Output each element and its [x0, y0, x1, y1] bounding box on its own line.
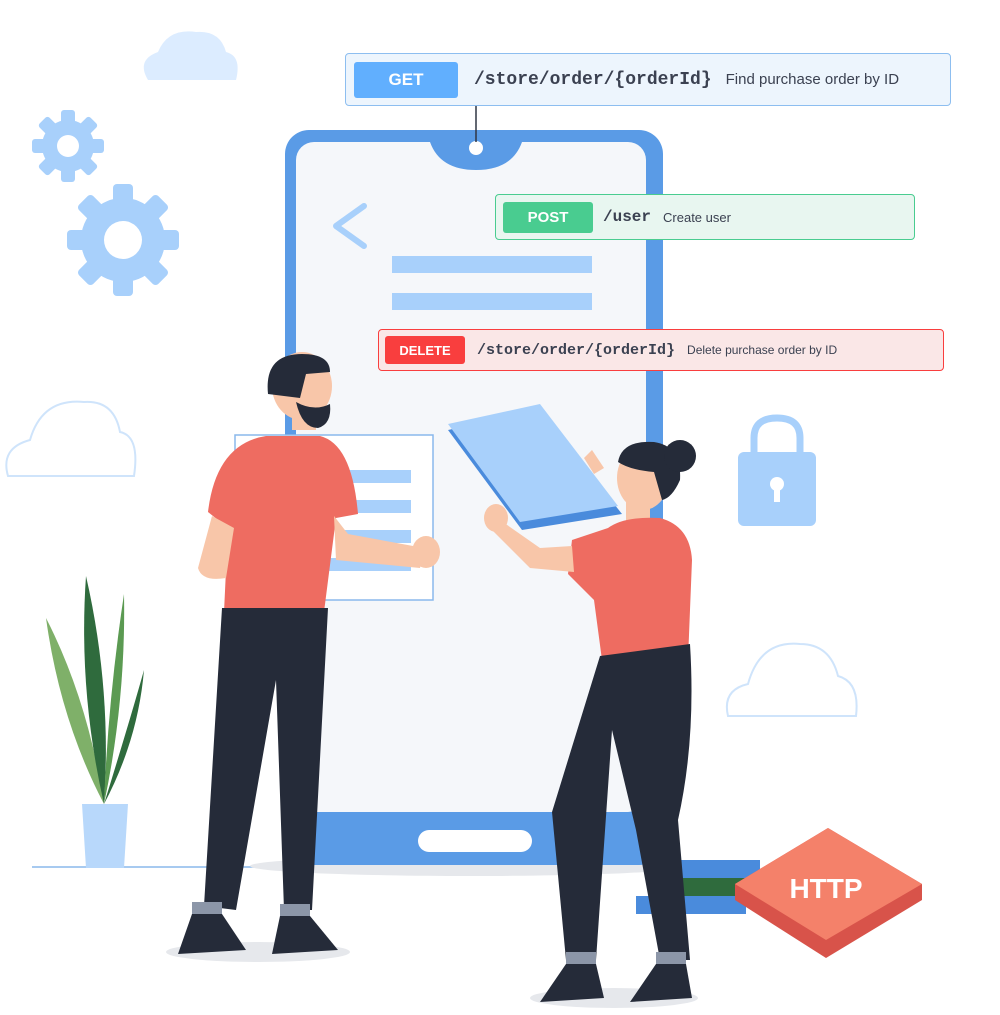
- lock-icon: [738, 414, 816, 526]
- post-endpoint-path: /user: [603, 208, 652, 226]
- cloud-icon: [726, 642, 858, 717]
- http-badge: HTTP: [735, 828, 922, 958]
- get-method-badge: GET: [354, 61, 458, 98]
- cloud-icon: [143, 31, 238, 80]
- post-method-badge: POST: [503, 201, 593, 233]
- delete-endpoint-path: /store/order/{orderId}: [477, 341, 676, 359]
- cloud-icon: [5, 400, 137, 477]
- delete-method-badge: DELETE: [385, 336, 465, 364]
- person-woman: [448, 404, 698, 1008]
- http-badge-label: HTTP: [789, 873, 862, 904]
- delete-endpoint-card[interactable]: DELETE /store/order/{orderId} Delete pur…: [378, 329, 944, 371]
- gear-icon: [67, 184, 179, 296]
- get-endpoint-summary: Find purchase order by ID: [725, 71, 900, 88]
- get-endpoint-card[interactable]: GET /store/order/{orderId} Find purchase…: [345, 53, 951, 106]
- get-endpoint-path: /store/order/{orderId}: [474, 69, 712, 90]
- plant-icon: [46, 576, 144, 868]
- phone-mockup: [250, 130, 690, 876]
- post-endpoint-card[interactable]: POST /user Create user: [495, 194, 915, 240]
- back-chevron-icon: [333, 203, 367, 249]
- person-man: [166, 352, 440, 962]
- gear-icon: [32, 110, 104, 182]
- delete-endpoint-summary: Delete purchase order by ID: [687, 343, 838, 357]
- post-endpoint-summary: Create user: [663, 209, 731, 225]
